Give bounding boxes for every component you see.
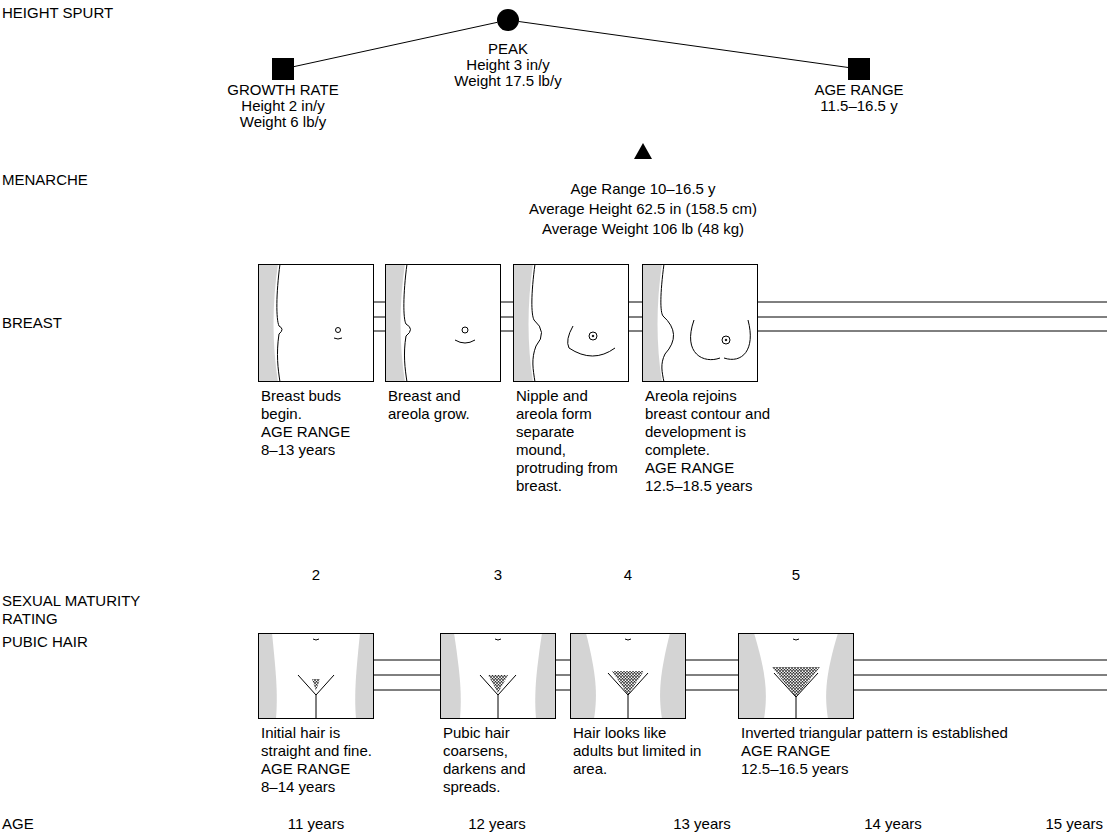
caption-text: GROWTH RATE: [198, 82, 368, 98]
caption-text: Pubic hair coarsens, darkens and spreads…: [443, 724, 547, 796]
axis-label: SEXUAL MATURITY RATING: [2, 592, 167, 628]
square-marker: AGE RANGE11.5–16.5 y: [848, 58, 870, 80]
caption-text: Weight 17.5 lb/y: [423, 73, 593, 89]
stage-figure-box: Breast and areola grow.: [385, 264, 501, 382]
caption-text: Height 3 in/y: [423, 57, 593, 73]
axis-label: 15 years: [1045, 815, 1103, 833]
axis-label: 14 years: [864, 815, 922, 833]
caption-text: Breast buds begin.: [261, 387, 373, 423]
axis-label: 12 years: [468, 815, 526, 833]
caption-text: 8–13 years: [261, 441, 373, 459]
node-caption: Inverted triangular pattern is establish…: [741, 724, 1051, 778]
breast-figure: [642, 264, 750, 382]
triangle-marker: Age Range 10–16.5 yAverage Height 62.5 i…: [634, 143, 652, 159]
caption-text: 12.5–16.5 years: [741, 760, 1051, 778]
caption-text: Initial hair is straight and fine.: [261, 724, 389, 760]
node-caption: Pubic hair coarsens, darkens and spreads…: [443, 724, 547, 796]
caption-text: Average Weight 106 lb (48 kg): [478, 219, 808, 239]
axis-label: 11 years: [288, 815, 344, 833]
axis-label: MENARCHE: [2, 171, 88, 189]
axis-label: HEIGHT SPURT: [2, 4, 113, 22]
node-caption: Nipple and areola form separate mound, p…: [516, 387, 620, 495]
caption-text: 8–14 years: [261, 778, 389, 796]
node-caption: Initial hair is straight and fine.AGE RA…: [261, 724, 389, 796]
breast-figure: [258, 264, 342, 382]
breast-figure: [385, 264, 475, 382]
node-caption: GROWTH RATEHeight 2 in/yWeight 6 lb/y: [198, 82, 368, 130]
band-tail: [758, 302, 1107, 690]
caption-text: AGE RANGE: [774, 82, 944, 98]
pubic-figure: [738, 633, 854, 719]
axis-label: 13 years: [673, 815, 731, 833]
connector-line: [519, 22, 848, 68]
stage-figure-box: Nipple and areola form separate mound, p…: [513, 264, 629, 382]
stage-band: [556, 660, 570, 690]
caption-text: Areola rejoins breast contour and develo…: [645, 387, 777, 459]
caption-text: AGE RANGE: [261, 760, 389, 778]
triangle-shape: [634, 143, 652, 159]
caption-text: AGE RANGE: [741, 742, 1051, 760]
caption-text: Age Range 10–16.5 y: [478, 179, 808, 199]
axis-label: AGE: [2, 815, 34, 833]
caption-text: 11.5–16.5 y: [774, 98, 944, 114]
pubic-figure: [570, 633, 686, 719]
caption-text: PEAK: [423, 41, 593, 57]
stage-figure-box: Pubic hair coarsens, darkens and spreads…: [440, 633, 556, 719]
caption-text: AGE RANGE: [645, 459, 777, 477]
node-caption: PEAKHeight 3 in/yWeight 17.5 lb/y: [423, 41, 593, 89]
caption-text: Nipple and areola form separate mound, p…: [516, 387, 620, 495]
rating-number: 3: [494, 566, 502, 584]
caption-text: Average Height 62.5 in (158.5 cm): [478, 199, 808, 219]
caption-text: Inverted triangular pattern is establish…: [741, 724, 1051, 742]
node-caption: Breast and areola grow.: [388, 387, 500, 423]
caption-text: 12.5–18.5 years: [645, 477, 777, 495]
stage-band: [501, 302, 513, 331]
axis-label: PUBIC HAIR: [2, 633, 88, 651]
stage-band: [686, 660, 738, 690]
caption-text: Hair looks like adults but limited in ar…: [573, 724, 707, 778]
rating-number: 2: [312, 566, 320, 584]
pubic-figure: [440, 633, 556, 719]
caption-text: Weight 6 lb/y: [198, 114, 368, 130]
node-caption: AGE RANGE11.5–16.5 y: [774, 82, 944, 114]
caption-text: Breast and areola grow.: [388, 387, 500, 423]
node-caption: Age Range 10–16.5 yAverage Height 62.5 i…: [478, 179, 808, 239]
stage-band: [374, 660, 440, 690]
circle-marker: PEAKHeight 3 in/yWeight 17.5 lb/y: [497, 9, 519, 31]
stage-figure-box: Areola rejoins breast contour and develo…: [642, 264, 758, 382]
breast-figure: [513, 264, 615, 382]
rating-number: 5: [792, 566, 800, 584]
stage-figure-box: Breast buds begin.AGE RANGE8–13 years: [258, 264, 374, 382]
rating-number: 4: [624, 566, 632, 584]
node-caption: Hair looks like adults but limited in ar…: [573, 724, 707, 778]
caption-text: Height 2 in/y: [198, 98, 368, 114]
stage-figure-box: Inverted triangular pattern is establish…: [738, 633, 854, 719]
square-marker: GROWTH RATEHeight 2 in/yWeight 6 lb/y: [272, 58, 294, 80]
node-caption: Areola rejoins breast contour and develo…: [645, 387, 777, 495]
stage-figure-box: Initial hair is straight and fine.AGE RA…: [258, 633, 374, 719]
stage-band: [629, 302, 642, 331]
node-caption: Breast buds begin.AGE RANGE8–13 years: [261, 387, 373, 459]
axis-label: BREAST: [2, 314, 62, 332]
pubic-figure: [258, 633, 374, 719]
stage-figure-box: Hair looks like adults but limited in ar…: [570, 633, 686, 719]
stage-band: [374, 302, 385, 331]
caption-text: AGE RANGE: [261, 423, 373, 441]
